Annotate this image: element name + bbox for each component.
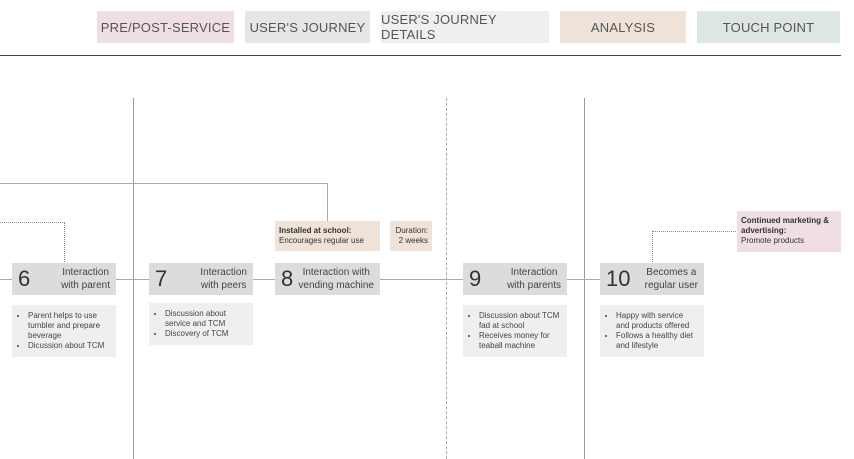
legend-analysis: ANALYSIS [560,11,686,43]
detail-item: Dicussion about TCM [28,341,110,351]
legend-label: USER'S JOURNEY DETAILS [381,12,497,42]
connector-line [652,231,653,264]
step-number: 6 [18,266,31,291]
phase-divider [133,98,134,459]
legend-pre-post-service: PRE/POST-SERVICE [97,11,234,43]
step-number: 9 [469,266,482,291]
note-text: Duration: [395,226,428,235]
legend-label: TOUCH POINT [722,19,815,35]
step-number: 10 [606,266,631,291]
legend-label: PRE/POST-SERVICE [100,19,231,35]
connector-line [64,222,65,264]
step-number: 8 [281,266,294,291]
note-duration: Duration: 2 weeks [390,221,432,251]
note-heading: Installed at school: [279,226,352,235]
step-6-details: Parent helps to use tumbler and prepare … [12,305,116,357]
detail-item: Discovery of TCM [165,329,247,339]
note-installed-at-school: Installed at school: Encourages regular … [275,221,380,251]
legend-users-journey: USER'S JOURNEY [245,11,370,43]
step-10-details: Happy with service and products offered … [600,305,704,357]
connector-line [0,183,328,184]
detail-item: Discussion about TCM fad at school [479,311,561,331]
note-heading: Continued marketing & advertising: [741,216,830,235]
connector-line [327,183,328,221]
legend-users-journey-details: USER'S JOURNEY DETAILS [381,11,549,43]
legend-label: ANALYSIS [590,19,656,35]
detail-item: Happy with service and products offered [616,311,698,331]
connector-line [652,231,738,232]
phase-divider-dashed [446,98,447,459]
note-text: 2 weeks [398,236,428,245]
phase-divider [584,98,585,459]
step-number: 7 [155,266,168,291]
connector-line [0,222,65,223]
detail-item: Receives money for teaball machine [479,331,561,351]
header-divider [0,55,841,56]
note-text: Promote products [741,236,805,245]
legend-label: USER'S JOURNEY [249,19,366,35]
legend-touch-point: TOUCH POINT [697,11,840,43]
step-7-details: Discussion about service and TCM Discove… [149,303,253,345]
note-text: Encourages regular use [279,236,364,245]
note-continued-marketing: Continued marketing & advertising: Promo… [737,211,841,252]
detail-item: Parent helps to use tumbler and prepare … [28,311,110,341]
detail-item: Discussion about service and TCM [165,309,247,329]
step-9-details: Discussion about TCM fad at school Recei… [463,305,567,357]
detail-item: Follows a healthy diet and lifestyle [616,331,698,351]
